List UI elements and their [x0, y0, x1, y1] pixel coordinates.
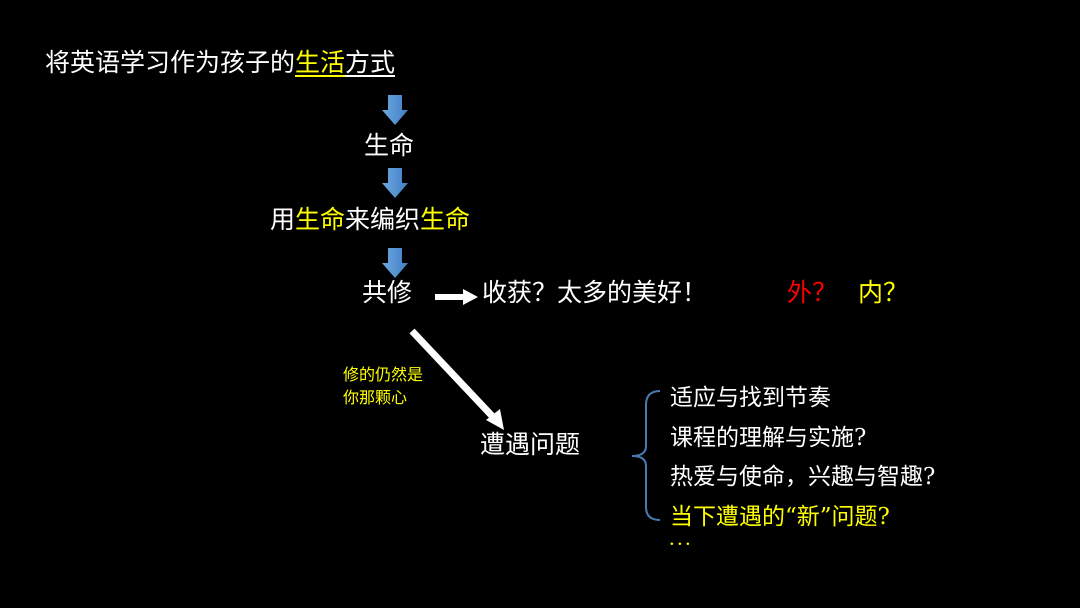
text: 来编织 [345, 205, 421, 234]
title-prefix: 将英语学习作为孩子的 [45, 48, 296, 77]
title-highlight: 生活 [295, 48, 346, 77]
down-arrow-icon [382, 168, 408, 198]
title-suffix: 方式 [345, 48, 396, 77]
diagonal-arrow-icon [409, 328, 504, 430]
note-line: 你那颗心 [343, 388, 408, 407]
list-ellipsis: ．．． [668, 530, 701, 549]
list-item: 当下遭遇的“新”问题? [670, 504, 890, 530]
down-arrow-icon [382, 248, 408, 278]
harvest-text: 收获？太多的美好！ [482, 278, 708, 307]
step-life: 生命 [364, 131, 415, 160]
step-co-cultivate: 共修 [362, 278, 413, 307]
outer-question: 外？ [787, 278, 838, 307]
down-arrow-icon [382, 95, 408, 125]
note-line: 修的仍然是 [343, 365, 424, 384]
inner-question: 内？ [858, 278, 909, 307]
step-weave-life: 用生命来编织生命 [270, 207, 470, 232]
heart-note: 修的仍然是 你那颗心 [343, 363, 423, 409]
slide-title: 将英语学习作为孩子的生活方式 [45, 50, 395, 75]
right-arrow-icon [435, 289, 478, 305]
highlight-text: 生命 [420, 205, 471, 234]
highlight-text: 生命 [295, 205, 346, 234]
list-item: 适应与找到节奏 [670, 385, 831, 411]
text: 用 [270, 205, 296, 234]
problems-label: 遭遇问题 [480, 430, 581, 459]
list-item: 课程的理解与实施? [670, 425, 867, 451]
list-item: 热爱与使命，兴趣与智趣? [670, 464, 936, 490]
brace-icon [631, 390, 661, 521]
